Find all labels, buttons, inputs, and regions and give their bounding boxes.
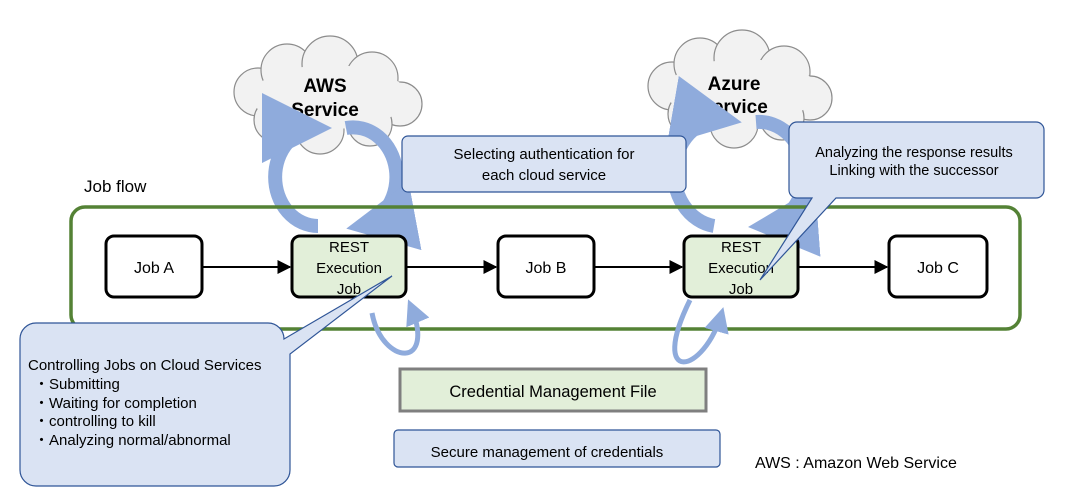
rest1-line2: Execution xyxy=(316,260,382,277)
control-item: ・controlling to kill xyxy=(34,413,156,430)
azure-cloud-line1: Azure xyxy=(708,74,761,95)
rest2-line3: Job xyxy=(729,281,753,298)
control-item: ・Waiting for completion xyxy=(34,395,197,412)
analysis-callout-line1: Analyzing the response results xyxy=(815,145,1012,161)
rest1-line1: REST xyxy=(329,239,369,256)
auth-callout: Selecting authentication for each cloud … xyxy=(401,135,687,193)
aws-cloud-line2: Service xyxy=(291,100,359,121)
control-callout: Controlling Jobs on Cloud Services ・Subm… xyxy=(19,275,393,487)
auth-callout-line2: each cloud service xyxy=(482,167,606,184)
aws-cycle-arrow xyxy=(261,93,422,251)
rest2-line2: Execution xyxy=(708,260,774,277)
control-item: ・Submitting xyxy=(34,376,120,393)
aws-cloud: AWS Service xyxy=(233,35,423,155)
control-callout-title: Controlling Jobs on Cloud Services xyxy=(28,357,261,374)
job-flow-container xyxy=(69,205,1022,331)
job-b-label: Job B xyxy=(526,260,567,277)
secure-management-label: Secure management of credentials xyxy=(431,444,664,461)
control-item: ・Analyzing normal/abnormal xyxy=(34,432,231,449)
rest-execution-job-2: REST Execution Job xyxy=(682,234,800,299)
aws-footnote: AWS : Amazon Web Service xyxy=(755,455,957,472)
credential-file-label: Credential Management File xyxy=(449,383,656,401)
auth-callout-line1: Selecting authentication for xyxy=(454,146,635,163)
job-c: Job C xyxy=(887,234,989,299)
aws-cloud-line1: AWS xyxy=(303,76,346,97)
rest-execution-job-1: REST Execution Job xyxy=(290,234,408,299)
credential-arcs xyxy=(369,298,729,365)
job-c-label: Job C xyxy=(917,260,959,277)
job-a-label: Job A xyxy=(134,260,174,277)
job-flow-label: Job flow xyxy=(84,177,147,196)
credential-management-file: Credential Management File xyxy=(398,367,708,413)
job-a: Job A xyxy=(104,234,204,299)
rest2-line1: REST xyxy=(721,239,761,256)
rest1-line3: Job xyxy=(337,281,361,298)
job-b: Job B xyxy=(496,234,596,299)
analysis-callout: Analyzing the response results Linking w… xyxy=(759,121,1045,281)
secure-management-note: Secure management of credentials xyxy=(393,429,721,468)
analysis-callout-line2: Linking with the successor xyxy=(829,163,998,179)
